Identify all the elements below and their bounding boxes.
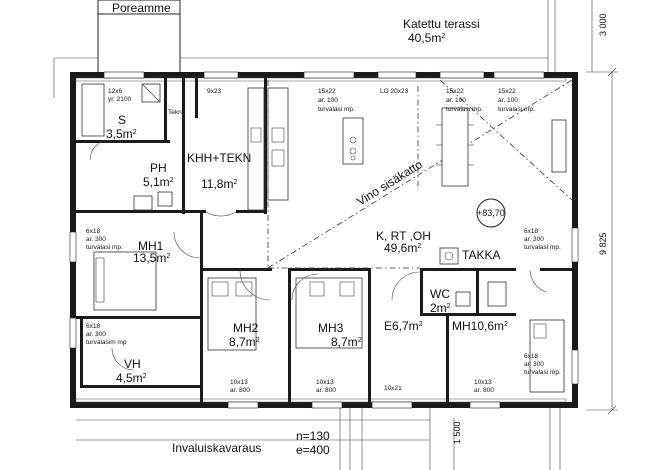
win-ar100-c: ar. 100 [498, 97, 518, 104]
win-sauna-size: 12x6 [108, 88, 122, 95]
win-ar100-a: ar. 100 [318, 97, 338, 104]
utility-name: KHH+TEKN [187, 151, 251, 165]
terrace-depth-dim: 3 000 [598, 13, 608, 36]
win-ar300-right-b: ar. 300 [524, 361, 544, 368]
win-turva-c: turvalasi mp. [498, 106, 535, 113]
dining-table [436, 107, 474, 187]
terrace-area: 40,5m2 [408, 31, 445, 45]
stairs-tread: e=400 [296, 443, 330, 457]
win-ar800-b: ar. 800 [316, 387, 336, 394]
win-ar100-b: ar. 100 [446, 97, 466, 104]
win-sauna-height: yr. 2100 [108, 96, 132, 103]
bed2-name: MH2 [233, 321, 259, 335]
spa-area: Poreamme [97, 0, 181, 72]
closet-name: VH [124, 357, 141, 371]
bed-mh1 [93, 251, 157, 311]
win-turva-left-a: turvalasi mp. [86, 244, 123, 251]
bed-mh4 [529, 319, 565, 393]
win-9x23: 9x23 [207, 88, 221, 95]
win-6x18-right-b: 6x18 [524, 353, 538, 360]
living-name: K, RT ,OH [376, 229, 431, 243]
bed-mh3 [295, 277, 363, 349]
spa-label: Poreamme [112, 1, 171, 15]
room-labels: S 3,5m2 Tekn PH 5,1m2 KHH+TEKN 11,8m2 K,… [106, 109, 508, 385]
sauna-name: S [118, 113, 126, 127]
wc-area: 2m2 [430, 301, 451, 315]
win-15x22-a: 15x22 [318, 88, 336, 95]
win-ar800-c: ar. 800 [474, 387, 494, 394]
sauna-area: 3,5m2 [106, 127, 137, 141]
bed4-label: MH10,6m2 [452, 319, 508, 333]
wash-name: PH [150, 161, 167, 175]
entrance-ramp: 1 500 [76, 408, 561, 470]
win-turva-right-a: turvalasi mp. [524, 244, 561, 251]
win-10x13-b: 10x13 [316, 379, 334, 386]
elevation-marker [476, 198, 506, 228]
hall-label: E6,7m2 [384, 319, 423, 333]
win-6x18-left-a: 6x18 [86, 228, 100, 235]
fireplace-label: TAKKA [462, 248, 500, 262]
window-notes: 12x6 yr. 2100 9x23 15x22 ar. 100 turvala… [86, 88, 561, 394]
sofa [551, 119, 567, 173]
win-turva-left-b: turvalasim mp [86, 339, 127, 346]
win-10x21: 10x21 [384, 385, 402, 392]
fireplace-symbol [439, 247, 459, 265]
covered-terrace: Katettu terassi 40,5m2 [53, 0, 556, 98]
overall-dim: 9 825 [598, 232, 608, 255]
door-swings [89, 139, 547, 371]
bed3-name: MH3 [318, 321, 344, 335]
win-15x22-b: 15x22 [446, 88, 464, 95]
sloped-ceiling-note: Vino sisäkatto [354, 157, 425, 209]
win-6x18-left-b: 6x18 [86, 323, 100, 330]
bed2-area: 8,7m2 [229, 335, 260, 349]
win-15x22-c: 15x22 [498, 88, 516, 95]
stair-depth-dim: 1 500 [452, 421, 462, 444]
elevation-label: +83,70 [477, 208, 505, 218]
closet-area: 4,5m2 [116, 371, 147, 385]
win-ar300-left-a: ar. 300 [86, 236, 106, 243]
win-ar300-right-a: ar. 300 [524, 236, 544, 243]
win-ar300-left-b: ar. 300 [86, 331, 106, 338]
utility-area: 11,8m2 [201, 177, 237, 191]
accessibility-label: Invaluiskavaraus [172, 441, 261, 455]
kitchen-counter [247, 87, 289, 211]
win-turva-b: turvalasi mp. [446, 106, 483, 113]
wash-area: 5,1m2 [143, 175, 174, 189]
terrace-title: Katettu terassi [403, 17, 480, 31]
kitchen-island [342, 117, 364, 165]
interior-walls [76, 78, 572, 402]
bed1-area: 13,5m2 [133, 251, 170, 265]
bed1-name: MH1 [138, 239, 164, 253]
tech-name: Tekn [168, 109, 182, 116]
win-lo: LO 20x23 [380, 88, 409, 95]
win-ar800-a: ar. 800 [230, 387, 250, 394]
win-turva-right-b: turvalasi mp. [524, 369, 561, 376]
stairs-riser: n=130 [296, 429, 330, 443]
outer-walls [69, 71, 579, 409]
sauna-bench [81, 83, 161, 137]
win-turva-a: turvalasi mp. [318, 106, 355, 113]
dimension-right: 3 000 9 825 [586, 0, 618, 415]
living-area: 49,6m2 [384, 241, 421, 255]
wc-name: WC [430, 287, 450, 301]
win-6x18-right-a: 6x18 [524, 228, 538, 235]
win-10x13-c: 10x13 [474, 379, 492, 386]
win-10x13-a: 10x13 [230, 379, 248, 386]
bed3-area: 8,7m2 [331, 335, 362, 349]
wc-fixtures [133, 191, 507, 307]
